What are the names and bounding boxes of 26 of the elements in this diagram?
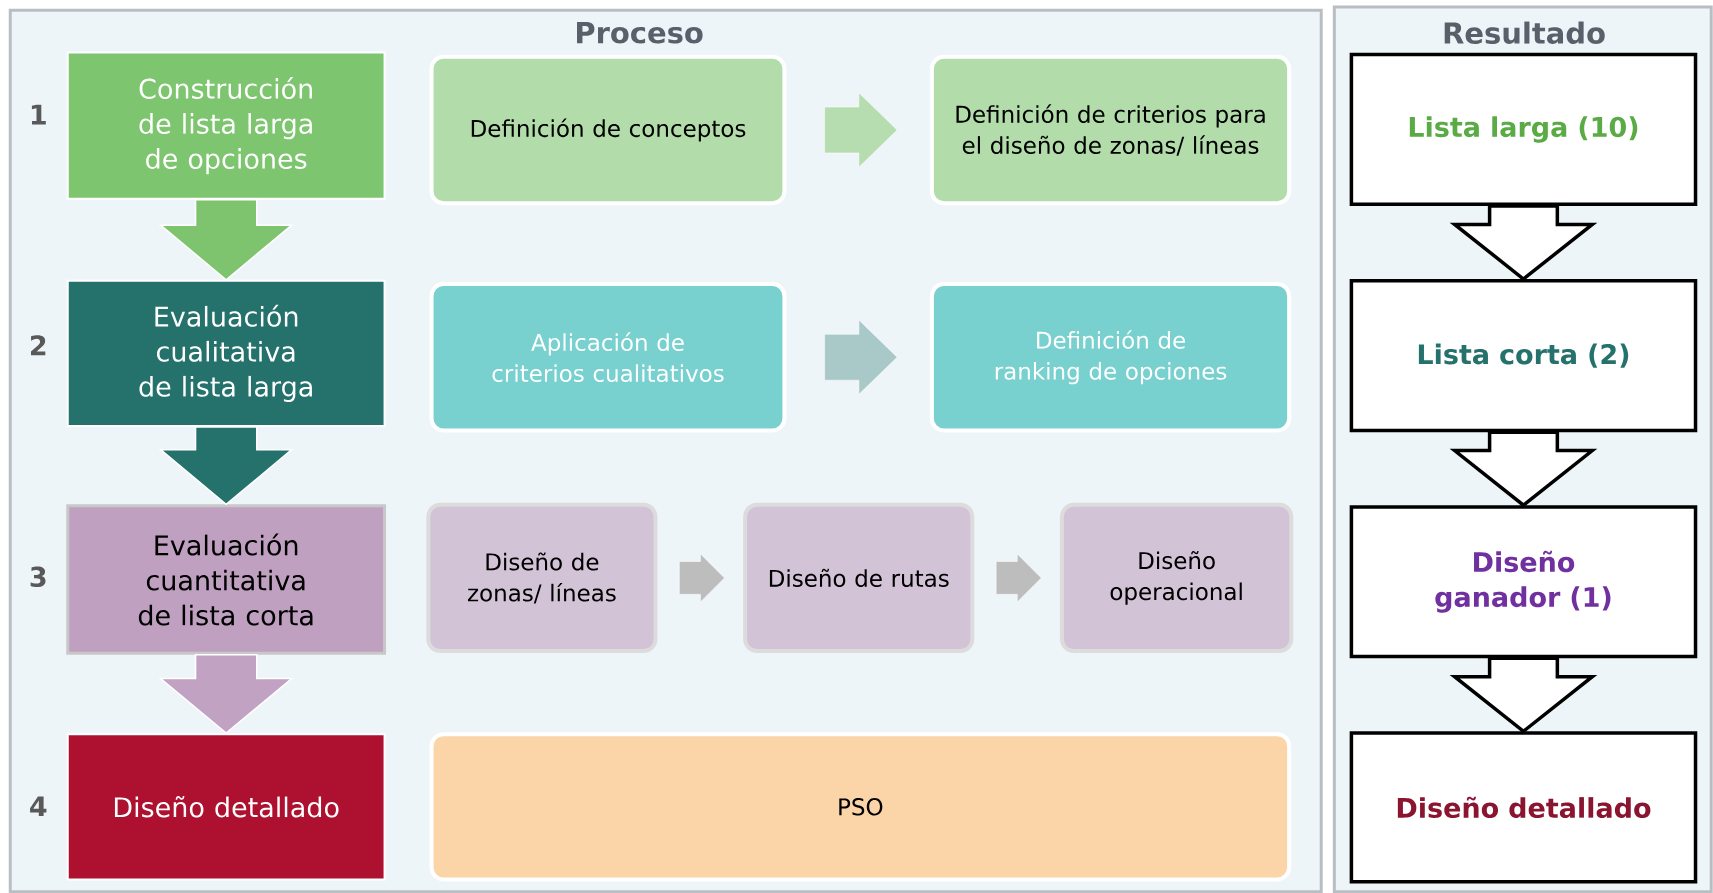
step-box: Evaluación cualitativa de lista larga: [66, 279, 386, 428]
result-box: Lista larga (10): [1349, 52, 1698, 207]
process-box: Diseño operacional: [1059, 502, 1294, 654]
block-arrow: [995, 553, 1042, 603]
process-box: Definición de ranking de opciones: [929, 282, 1292, 433]
result-box: Diseño ganador (1): [1349, 505, 1698, 659]
step-box: Construcción de lista larga de opciones: [66, 51, 386, 200]
step-box: Diseño detallado: [66, 733, 386, 881]
block-arrow: [1449, 430, 1598, 508]
block-arrow: [1449, 656, 1598, 734]
block-arrow: [824, 319, 898, 395]
block-arrow: [158, 199, 294, 281]
result-box: Diseño detallado: [1349, 731, 1698, 884]
process-box: Definición de conceptos: [429, 54, 787, 206]
block-arrow: [158, 654, 294, 735]
process-box: Definición de criterios para el diseño de zonas/ líneas: [929, 54, 1292, 206]
process-box: Diseño de rutas: [743, 502, 975, 654]
step-box: Evaluación cuantitativa de lista corta: [66, 504, 387, 655]
block-arrow: [824, 92, 898, 168]
process-box: PSO: [429, 732, 1292, 882]
block-arrow: [679, 553, 725, 603]
result-box: Lista corta (2): [1349, 279, 1698, 433]
block-arrow: [158, 426, 294, 506]
process-box: Diseño de zonas/ líneas: [426, 502, 658, 654]
process-box: Aplicación de criterios cualitativos: [429, 282, 787, 433]
block-arrow: [1449, 204, 1598, 282]
